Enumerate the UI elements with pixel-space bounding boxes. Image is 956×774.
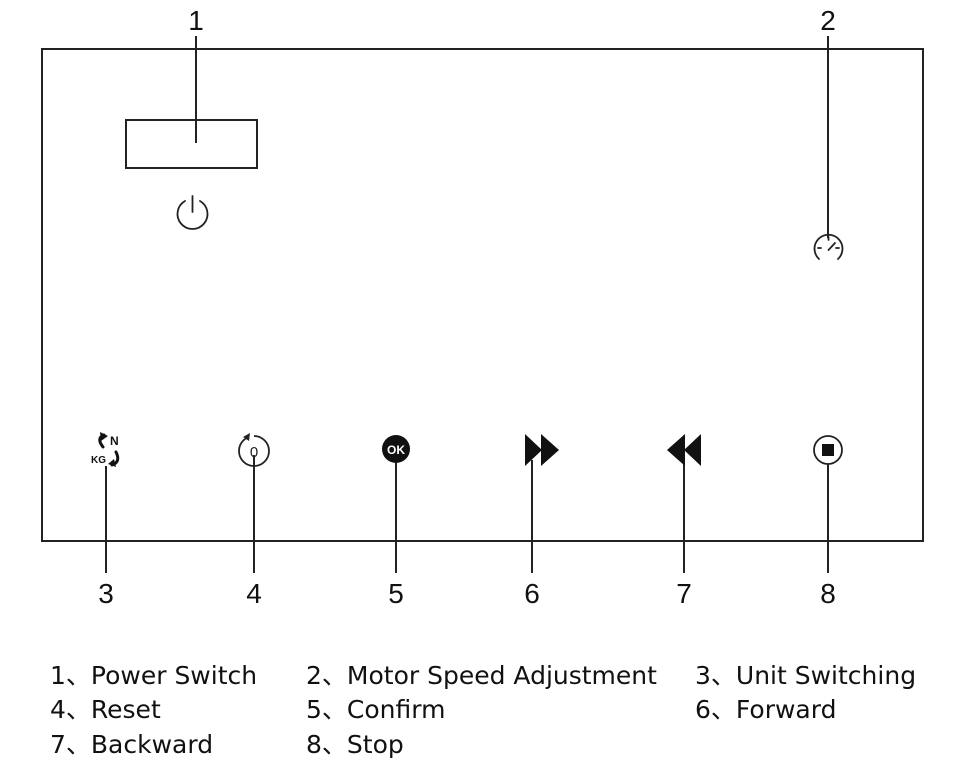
unit-switch-top-text: N	[110, 434, 119, 448]
callout-number-3: 3	[98, 578, 114, 609]
panel-outline	[41, 48, 924, 542]
speedometer-icon[interactable]	[813, 233, 844, 260]
callout-number-2: 2	[820, 5, 836, 36]
stop-icon[interactable]	[813, 435, 843, 465]
power-icon[interactable]	[176, 195, 209, 230]
callout-number-8: 8	[820, 578, 836, 609]
unit-switch-icon[interactable]: N KG	[91, 432, 120, 467]
callout-number-1: 1	[188, 5, 204, 36]
unit-switch-bottom-text: KG	[91, 455, 106, 466]
reset-icon[interactable]: 0	[238, 433, 270, 467]
display-window	[125, 119, 258, 169]
ok-icon[interactable]: OK	[382, 435, 410, 463]
callout-number-4: 4	[246, 578, 262, 609]
callout-number-7: 7	[676, 578, 692, 609]
ok-icon-text: OK	[387, 443, 405, 457]
callout-number-6: 6	[524, 578, 540, 609]
rewind-icon[interactable]	[667, 434, 701, 466]
reset-icon-text: 0	[250, 444, 258, 461]
callout-number-5: 5	[388, 578, 404, 609]
fast-forward-icon[interactable]	[525, 434, 559, 466]
